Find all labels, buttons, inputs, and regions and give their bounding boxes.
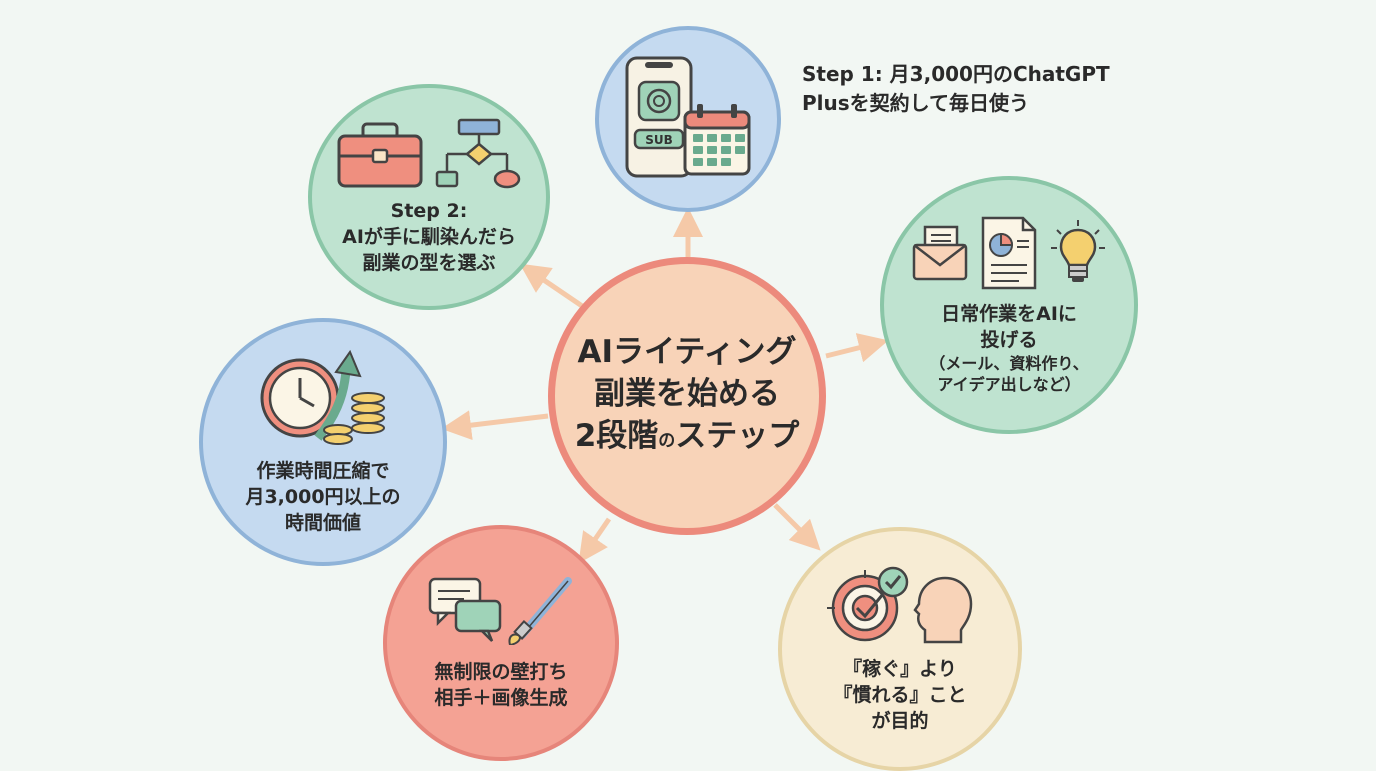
step1-caption: Step 1: 月3,000円のChatGPT Plusを契約して毎日使う [802, 60, 1182, 118]
time-line2: 月3,000円以上の [245, 486, 401, 508]
step2-line1: Step 2: [390, 200, 468, 222]
step1-caption-line1: Step 1: 月3,000円のChatGPT [802, 62, 1110, 86]
toolbox-icon [337, 122, 423, 188]
calendar-icon [683, 104, 751, 176]
document-chart-icon [981, 216, 1037, 290]
center-title-line2: 副業を始める [593, 375, 780, 412]
checkmark-icon [877, 566, 909, 598]
step2-line3: 副業の型を選ぶ [362, 252, 496, 274]
growth-arrow-icon [314, 349, 362, 441]
goal-node: 『稼ぐ』より 『慣れる』こと が目的 [778, 527, 1022, 771]
wall-line1: 無制限の壁打ち [434, 661, 568, 683]
step2-node: Step 2: AIが手に馴染んだら 副業の型を選ぶ [308, 84, 550, 310]
time-line3: 時間価値 [284, 512, 361, 534]
step1-caption-line2: Plusを契約して毎日使う [802, 91, 1030, 115]
daily-line2: 投げる [980, 329, 1038, 351]
center-title-line3-small: の [658, 430, 676, 451]
center-title-line3: 2段階のステップ [575, 415, 800, 462]
flowchart-icon [435, 118, 521, 189]
center-title-line3-b: ステップ [675, 417, 800, 454]
lightbulb-icon [1051, 220, 1105, 282]
ai-logo-icon [637, 80, 681, 122]
chat-bubbles-icon [428, 577, 572, 645]
envelope-icon [912, 225, 968, 281]
goal-line1: 『稼ぐ』より [843, 658, 957, 680]
brainstorm-node: 無制限の壁打ち 相手＋画像生成 [383, 525, 619, 761]
svg-text:SUB: SUB [645, 133, 673, 147]
wall-line2: 相手＋画像生成 [434, 687, 568, 709]
time-line1: 作業時間圧縮で [256, 460, 390, 482]
goal-line3: が目的 [871, 710, 929, 732]
daily-line1: 日常作業をAIに [941, 303, 1077, 325]
arrow-to-time [441, 410, 549, 441]
center-title-line3-a: 2段階 [574, 417, 659, 454]
daily-work-node: 日常作業をAIに 投げる （メール、資料作り、 アイデア出しなど） [880, 176, 1138, 434]
arrow-to-goal [773, 503, 821, 551]
center-title-line1: AIライティング [577, 333, 797, 370]
daily-sub2: アイデア出しなど） [937, 375, 1081, 394]
clock-icon [260, 349, 385, 445]
head-profile-icon [913, 576, 973, 644]
arrow-to-daily [825, 333, 889, 363]
step2-line2: AIが手に馴染んだら [342, 226, 516, 248]
target-icon [827, 566, 973, 644]
arrow-to-wall [578, 517, 612, 564]
goal-line2: 『慣れる』こと [833, 684, 967, 706]
paintbrush-icon [508, 577, 572, 645]
time-value-node: 作業時間圧縮で 月3,000円以上の 時間価値 [199, 318, 447, 566]
arrow-to-step2 [519, 263, 587, 311]
step1-node: SUB [595, 26, 781, 212]
center-node: AIライティング 副業を始める 2段階のステップ [548, 257, 826, 535]
smartphone-icon: SUB [625, 56, 751, 178]
coins-icon [323, 392, 385, 445]
daily-sub1: （メール、資料作り、 [929, 354, 1089, 373]
